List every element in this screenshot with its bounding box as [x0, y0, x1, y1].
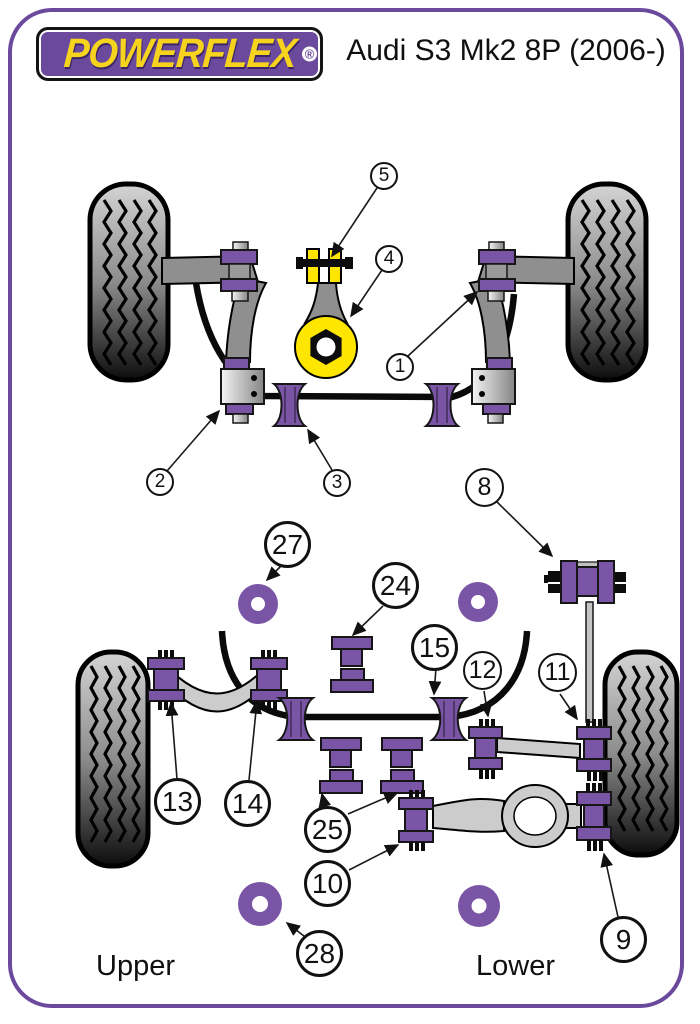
callout-12-arrow — [479, 690, 493, 718]
spool-bush-25-left — [319, 737, 363, 794]
callout-28-arrow — [285, 922, 305, 937]
callout-14: 14 — [224, 780, 271, 827]
lower-arm-outer-bush-9 — [576, 783, 612, 851]
callout-2-arrow — [166, 409, 221, 472]
callout-28: 28 — [296, 930, 343, 977]
callout-8-arrow — [495, 500, 554, 558]
callout-1-arrow — [407, 290, 479, 357]
rear-upper-arm-inner-bush — [147, 650, 185, 710]
lower-label: Lower — [476, 950, 555, 982]
engine-mount-dog-bone — [294, 248, 358, 379]
callout-27: 27 — [264, 521, 311, 568]
page-border — [8, 8, 684, 1008]
lower-arm-inner-bush-10 — [398, 790, 434, 851]
rear-left-wheel — [75, 649, 151, 869]
callout-25: 25 — [304, 806, 351, 853]
callout-9: 9 — [600, 916, 647, 963]
front-left-wheel — [87, 181, 171, 383]
callout-5: 5 — [370, 162, 398, 190]
callout-25-arrow-right — [347, 792, 399, 815]
front-arb-bush-right — [423, 383, 461, 427]
callout-10-arrow — [348, 844, 400, 871]
front-right-arm-front-bush — [478, 241, 516, 302]
front-left-arm-front-bush — [220, 241, 258, 302]
front-right-arm-rear-bush — [471, 357, 516, 424]
donut-washer-upper-right — [458, 582, 498, 622]
registered-trademark-icon: ® — [302, 46, 317, 62]
tie-bar-outer-bush-11 — [576, 719, 612, 781]
upper-label: Upper — [96, 950, 175, 982]
callout-12: 12 — [463, 651, 502, 690]
donut-washer-27 — [238, 584, 278, 624]
front-left-arm-rear-bush — [220, 357, 265, 424]
callout-15-arrow — [428, 667, 442, 696]
callout-24: 24 — [372, 562, 419, 609]
callout-24-arrow — [351, 605, 384, 637]
callout-5-arrow — [331, 187, 378, 258]
rear-lower-arm — [432, 784, 582, 848]
callout-11-arrow — [559, 693, 578, 721]
rear-anti-roll-bar — [218, 630, 531, 721]
callout-10: 10 — [304, 860, 351, 907]
donut-washer-28 — [238, 882, 282, 926]
front-arb-bush-left — [271, 383, 308, 427]
callout-4-arrow — [350, 269, 383, 318]
callout-3: 3 — [323, 469, 351, 497]
front-right-wheel — [565, 181, 649, 383]
callout-3-arrow — [307, 428, 333, 471]
callout-4: 4 — [375, 245, 403, 273]
callout-8: 8 — [465, 468, 504, 507]
powerflex-logo: POWERFLEX ® — [36, 27, 323, 81]
callout-13: 13 — [154, 778, 201, 825]
callout-1: 1 — [386, 353, 414, 381]
callout-11: 11 — [538, 653, 577, 692]
tie-bar-inner-bush-12 — [468, 719, 503, 779]
callout-arrows — [165, 187, 619, 937]
page-title: Audi S3 Mk2 8P (2006-) — [346, 34, 666, 67]
callout-2: 2 — [146, 468, 174, 496]
rear-arb-bush-right — [428, 697, 470, 741]
rear-upper-arm-outer-bush — [250, 650, 288, 710]
callout-27-arrow — [265, 565, 282, 582]
upper-mount-bush-8 — [544, 560, 626, 604]
spool-bush-25-right — [380, 737, 424, 794]
callout-15: 15 — [411, 624, 458, 671]
donut-washer-lower-right — [458, 885, 500, 927]
callout-14-arrow — [248, 699, 263, 781]
callout-25-arrow-left — [318, 792, 332, 808]
rear-tie-bar — [496, 736, 581, 760]
rear-link-rod — [585, 601, 594, 723]
callout-13-arrow — [165, 701, 179, 780]
callout-9-arrow — [600, 852, 619, 918]
rear-arb-bush-left — [275, 697, 317, 741]
rear-right-wheel — [602, 649, 680, 858]
spool-bush-24 — [330, 636, 374, 693]
